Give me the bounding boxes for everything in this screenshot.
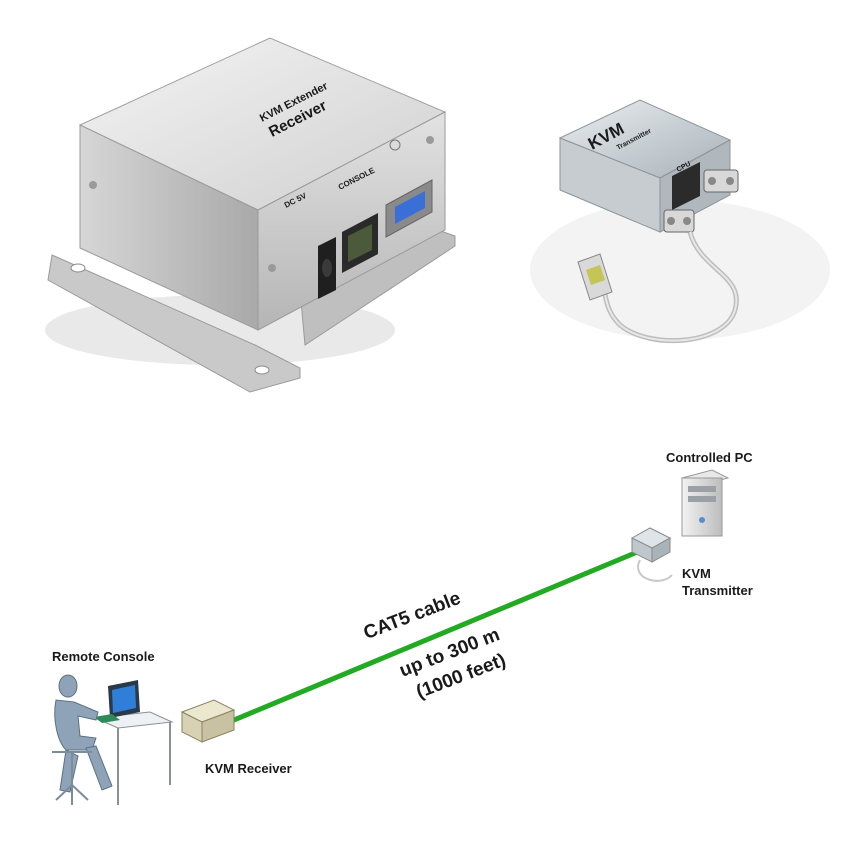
screw <box>426 136 434 144</box>
flange-mount-hole <box>70 263 86 273</box>
remote-console-label: Remote Console <box>52 649 155 664</box>
usb-plug <box>577 253 613 301</box>
vga-port <box>385 179 433 238</box>
person-icon <box>54 674 113 793</box>
flange-mount-hole <box>254 365 270 375</box>
kvm-receiver-icon <box>180 699 236 743</box>
transmitter-label-line2: Transmitter <box>682 583 753 598</box>
screw <box>89 181 97 189</box>
led-indicator <box>389 139 401 151</box>
rj45-port <box>672 162 700 210</box>
kvm-receiver-photo: KVM Extender Receiver DC 5V CONSOLE <box>45 37 456 393</box>
connection-diagram: CAT5 cable up to 300 m (1000 feet) Contr… <box>52 450 753 805</box>
screw <box>268 264 276 272</box>
vga-connector <box>663 209 695 233</box>
mounting-flange <box>47 254 301 393</box>
power-jack <box>318 237 336 299</box>
transmitter-label-line1: KVM <box>682 566 711 581</box>
vga-connector <box>703 169 739 193</box>
chair-icon <box>52 751 92 805</box>
receiver-label: KVM Receiver <box>205 761 292 776</box>
remote-console-icon <box>52 674 174 805</box>
kvm-transmitter-icon <box>630 527 673 582</box>
cable-label-line1: CAT5 cable <box>361 588 464 644</box>
enclosure-front-face <box>257 111 446 331</box>
controlled-pc-label: Controlled PC <box>666 450 753 465</box>
controlled-pc-icon <box>680 469 730 537</box>
cat5-cable-line <box>219 550 638 728</box>
kvm-transmitter-photo: KVM Transmitter CPU <box>530 99 830 344</box>
rj45-port <box>342 213 378 273</box>
